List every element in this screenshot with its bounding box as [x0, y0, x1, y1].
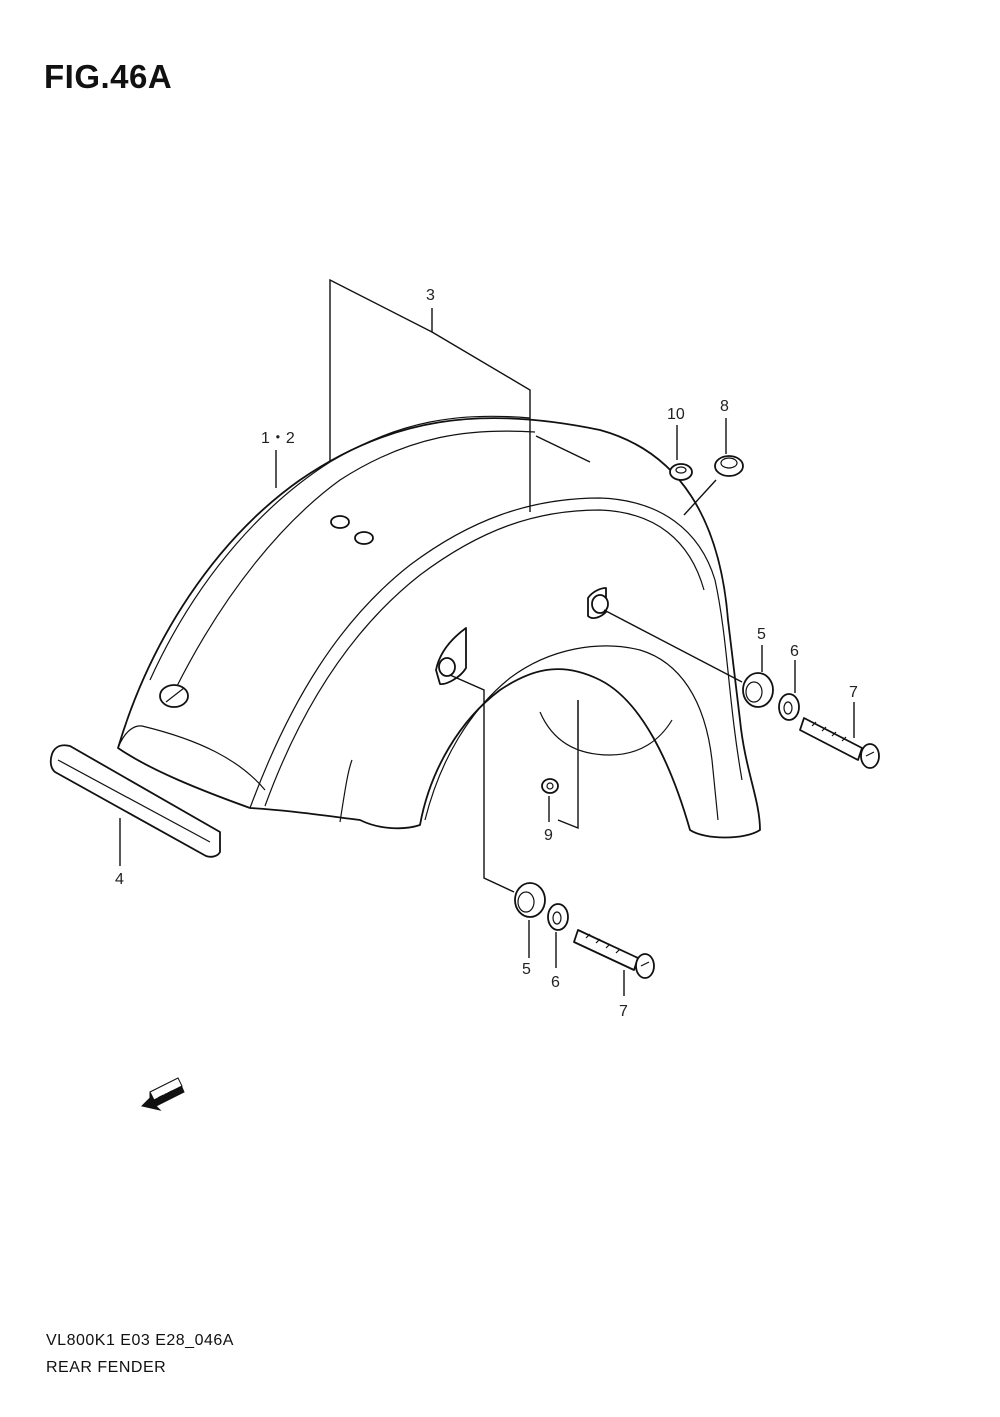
bolt-7-upper[interactable]: [799, 717, 880, 769]
figure-code: VL800K1 E03 E28_046A: [46, 1332, 234, 1349]
rear-fender-strip[interactable]: [49, 744, 221, 858]
forward-direction-arrow-icon: FWD: [141, 1077, 185, 1111]
callout-10: 10: [667, 406, 685, 423]
nut-9[interactable]: [541, 778, 559, 794]
callout-6-upper: 6: [790, 643, 799, 660]
cushion-5-lower[interactable]: [514, 882, 546, 918]
grommet-8[interactable]: [714, 455, 744, 477]
callout-6-lower: 6: [551, 974, 560, 991]
callout-5-lower: 5: [522, 961, 531, 978]
callout-labels: 1・2 3 4 5 5 6 6 7 7 8 9 10: [115, 287, 858, 1020]
callout-3: 3: [426, 287, 435, 304]
callout-1-2: 1・2: [261, 430, 295, 447]
washer-6-lower[interactable]: [547, 903, 569, 931]
callout-9: 9: [544, 827, 553, 844]
figure-name: REAR FENDER: [46, 1359, 167, 1376]
rear-fender-body[interactable]: [117, 415, 761, 839]
figure-title: FIG.46A: [44, 58, 173, 95]
bolt-7-lower[interactable]: [573, 929, 655, 979]
callout-4: 4: [115, 871, 124, 888]
leader-lines: [119, 278, 855, 996]
callout-5-upper: 5: [757, 626, 766, 643]
grommet-10[interactable]: [669, 463, 693, 481]
washer-6-upper[interactable]: [778, 693, 800, 721]
cushion-5-upper[interactable]: [742, 672, 774, 708]
callout-8: 8: [720, 398, 729, 415]
callout-7-upper: 7: [849, 684, 858, 701]
callout-7-lower: 7: [619, 1003, 628, 1020]
